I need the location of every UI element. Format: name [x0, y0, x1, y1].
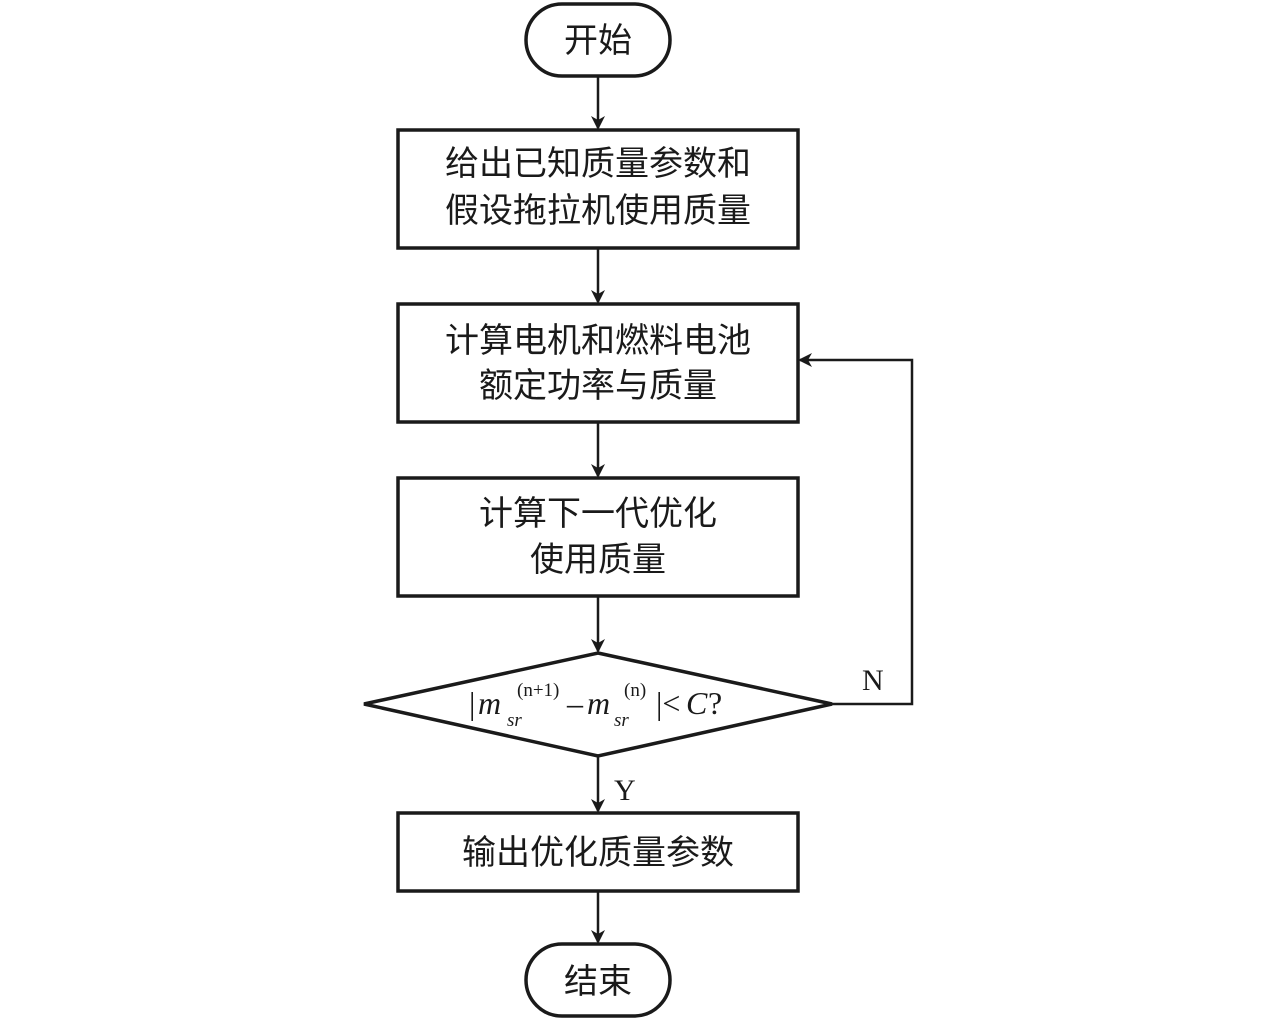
compute-next-process-box: 计算下一代优化 使用质量	[396, 476, 800, 598]
output-process-box: 输出优化质量参数	[396, 811, 800, 893]
compute-rated-line-2: 额定功率与质量	[479, 366, 717, 406]
formula-const: C	[686, 685, 708, 721]
init-line-1: 给出已知质量参数和	[445, 144, 751, 184]
init-line-2: 假设拖拉机使用质量	[445, 191, 751, 231]
end-terminal: 结束	[524, 942, 672, 1018]
branch-label-yes: Y	[614, 774, 636, 807]
formula-minus: –	[566, 685, 584, 721]
formula-sub-2: sr	[614, 710, 629, 731]
formula-bar-left: |	[469, 685, 475, 721]
formula-var-2: m	[587, 685, 610, 721]
decision-formula: | m sr (n+1) – m sr (n) |< C ?	[469, 680, 722, 731]
formula-sub-1: sr	[507, 710, 522, 731]
compute-next-line-1: 计算下一代优化	[479, 494, 717, 534]
formula-bar-right: |<	[656, 685, 680, 721]
formula-sup-1: (n+1)	[517, 680, 559, 701]
compute-rated-process-box: 计算电机和燃料电池 额定功率与质量	[396, 302, 800, 424]
branch-label-no: N	[862, 664, 884, 697]
formula-var-1: m	[478, 685, 501, 721]
output-label: 输出优化质量参数	[462, 833, 734, 873]
start-label: 开始	[564, 21, 632, 61]
end-label: 结束	[564, 962, 632, 1002]
compute-rated-line-1: 计算电机和燃料电池	[445, 321, 751, 361]
compute-next-line-2: 使用质量	[530, 540, 666, 580]
start-terminal: 开始	[524, 2, 672, 78]
edge-decision-loop-back	[798, 353, 914, 706]
convergence-decision: | m sr (n+1) – m sr (n) |< C ?	[363, 651, 833, 758]
init-process-box: 给出已知质量参数和 假设拖拉机使用质量	[396, 128, 800, 250]
formula-question: ?	[708, 685, 722, 721]
formula-sup-2: (n)	[624, 680, 646, 701]
